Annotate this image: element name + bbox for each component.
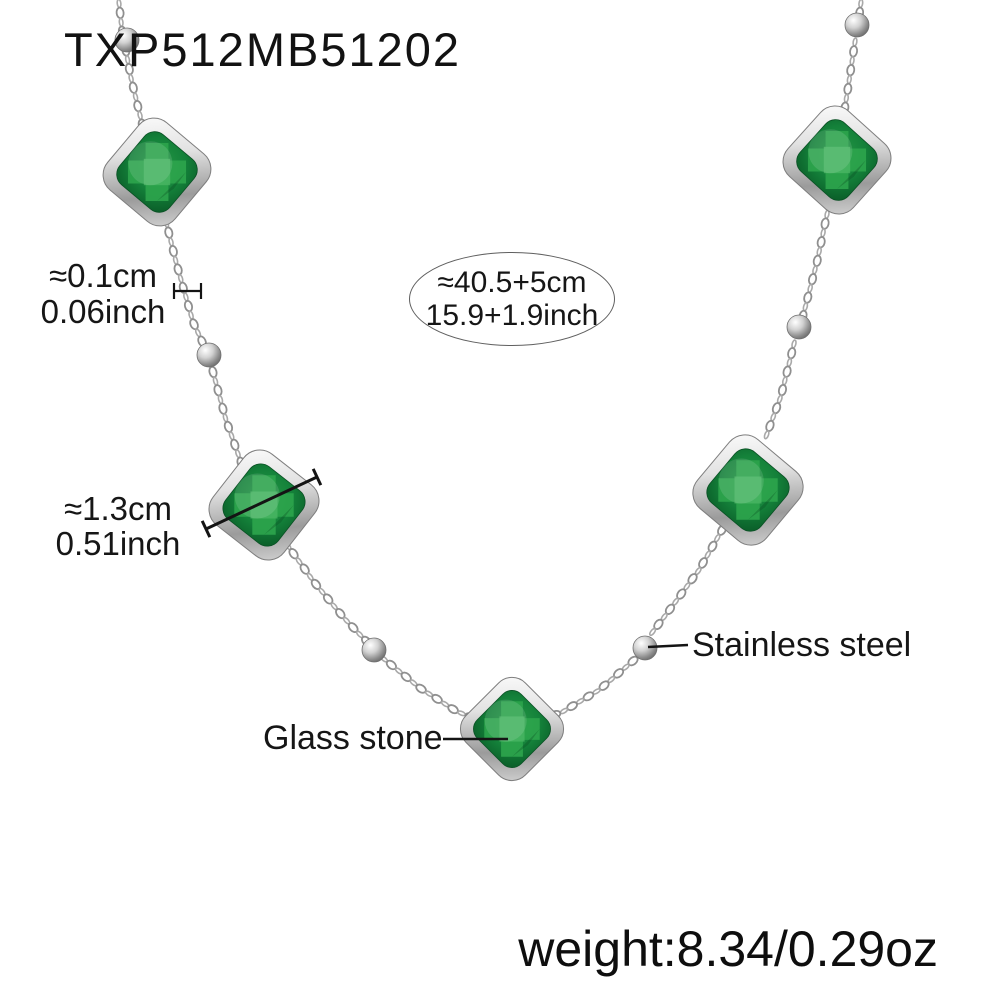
steel-bead — [361, 637, 387, 663]
stone-material-label: Glass stone — [263, 719, 443, 757]
chain-width-label: ≈0.1cm 0.06inch — [28, 258, 178, 330]
chain-length-oval: ≈40.5+5cm 15.9+1.9inch — [409, 252, 615, 346]
stone-size-imperial: 0.51inch — [55, 525, 181, 562]
steel-bead — [844, 12, 870, 38]
stone-size-label: ≈1.3cm 0.51inch — [34, 491, 202, 561]
steel-bead — [786, 314, 812, 340]
glass-stone — [208, 449, 320, 561]
weight-label: weight:8.34/0.29oz — [518, 921, 938, 977]
chain-width-measure — [172, 283, 203, 299]
glass-stone — [692, 434, 804, 546]
steel-bead — [196, 342, 222, 368]
glass-stone — [459, 676, 565, 782]
steel-bead — [632, 635, 658, 661]
product-model-title: TXP512MB51202 — [64, 23, 462, 76]
measure-marks — [172, 283, 689, 741]
chain — [113, 0, 867, 724]
chain-length-imperial: 15.9+1.9inch — [425, 299, 599, 332]
material-label: Stainless steel — [692, 626, 912, 664]
chain-width-imperial: 0.06inch — [40, 293, 166, 330]
chain-length-metric: ≈40.5+5cm — [437, 266, 587, 299]
glass-stone — [102, 117, 212, 227]
glass-stone — [782, 105, 892, 215]
material-pointer-line — [647, 643, 689, 649]
steel-bead — [114, 27, 140, 53]
chain-width-metric: ≈0.1cm — [49, 257, 157, 294]
stone-size-measure — [200, 468, 323, 538]
stone-size-metric: ≈1.3cm — [64, 490, 172, 527]
